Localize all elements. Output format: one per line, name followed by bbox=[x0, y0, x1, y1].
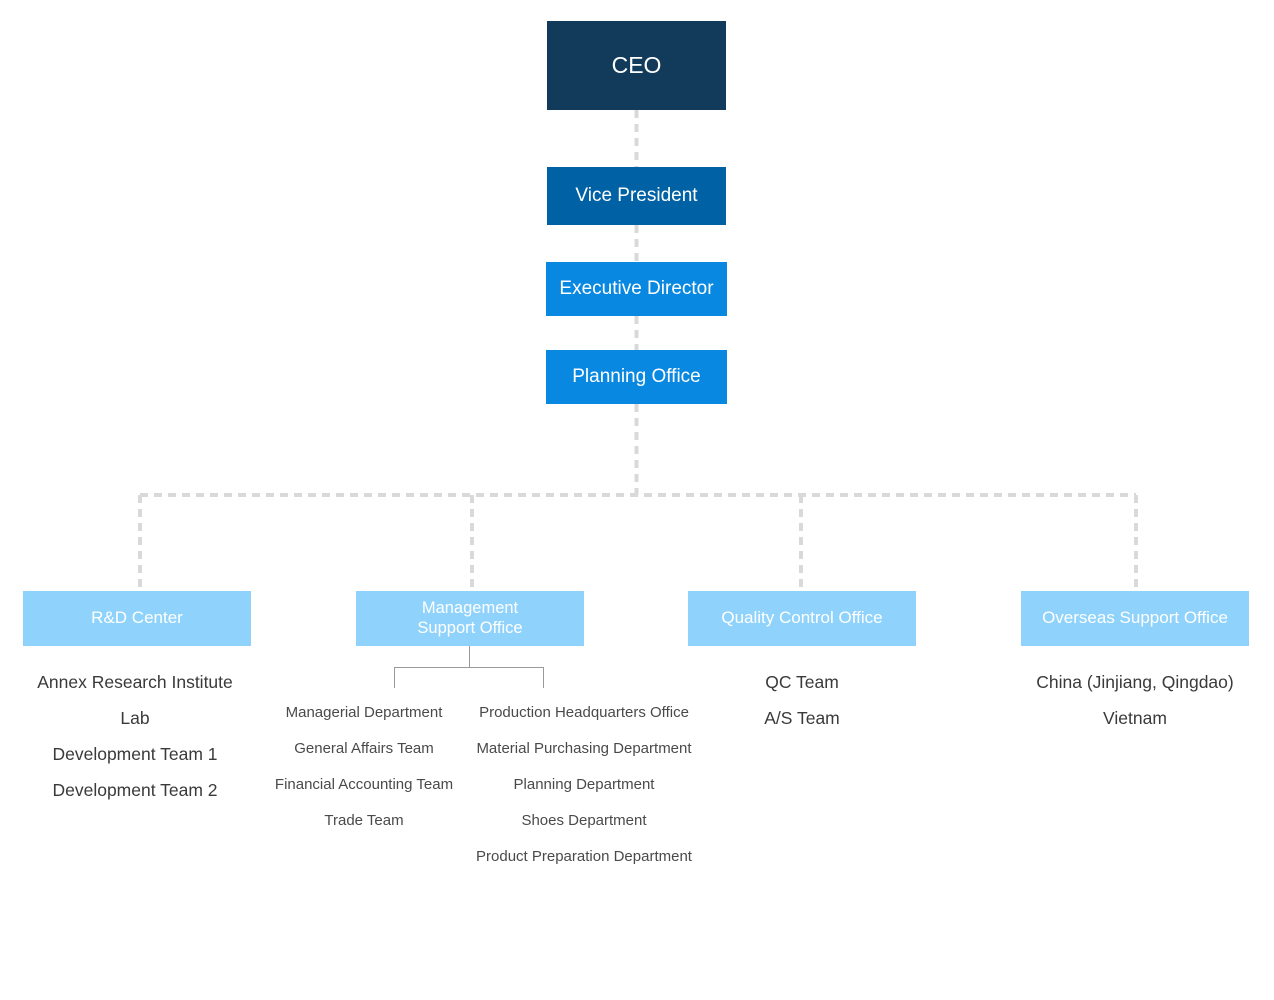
quality-control-office-box: Quality Control Office bbox=[688, 591, 916, 646]
overseas-support-office-label: Overseas Support Office bbox=[1042, 608, 1228, 628]
team-item: Development Team 2 bbox=[52, 780, 218, 800]
rd-center-label: R&D Center bbox=[91, 608, 183, 628]
overseas-support-team-list: China (Jinjiang, Qingdao) Vietnam bbox=[1005, 672, 1265, 744]
team-item: Shoes Department bbox=[521, 812, 647, 829]
team-item: Annex Research Institute bbox=[37, 672, 233, 692]
team-item: Lab bbox=[120, 708, 150, 728]
quality-control-team-list: QC Team A/S Team bbox=[688, 672, 916, 744]
management-support-office-label: Management Support Office bbox=[417, 598, 523, 637]
ceo-label: CEO bbox=[611, 51, 662, 78]
rd-center-team-list: Annex Research Institute Lab Development… bbox=[19, 672, 251, 816]
team-item: Trade Team bbox=[324, 812, 404, 829]
quality-control-office-label: Quality Control Office bbox=[721, 608, 883, 628]
overseas-support-office-box: Overseas Support Office bbox=[1021, 591, 1249, 646]
team-item: Financial Accounting Team bbox=[274, 776, 454, 793]
team-item: Production Headquarters Office bbox=[479, 704, 689, 721]
team-item: Vietnam bbox=[1103, 708, 1167, 728]
team-item: Product Preparation Department bbox=[476, 848, 692, 865]
team-item: China (Jinjiang, Qingdao) bbox=[1036, 672, 1234, 692]
planning-office-box: Planning Office bbox=[546, 350, 727, 404]
rd-center-box: R&D Center bbox=[23, 591, 251, 646]
ceo-box: CEO bbox=[547, 21, 726, 110]
executive-director-label: Executive Director bbox=[559, 277, 714, 299]
team-item: A/S Team bbox=[764, 708, 840, 728]
team-item: General Affairs Team bbox=[294, 740, 434, 757]
executive-director-box: Executive Director bbox=[546, 262, 727, 316]
team-item: Material Purchasing Department bbox=[476, 740, 692, 757]
vice-president-label: Vice President bbox=[575, 184, 698, 206]
team-item: Planning Department bbox=[513, 776, 655, 793]
team-item: Development Team 1 bbox=[52, 744, 218, 764]
team-item: Managerial Department bbox=[285, 704, 443, 721]
management-support-left-team-list: Managerial Department General Affairs Te… bbox=[264, 704, 464, 848]
planning-office-label: Planning Office bbox=[572, 365, 701, 387]
team-item: QC Team bbox=[765, 672, 839, 692]
management-support-right-team-list: Production Headquarters Office Material … bbox=[464, 704, 704, 884]
vice-president-box: Vice President bbox=[547, 167, 726, 225]
management-support-office-box: Management Support Office bbox=[356, 591, 584, 646]
